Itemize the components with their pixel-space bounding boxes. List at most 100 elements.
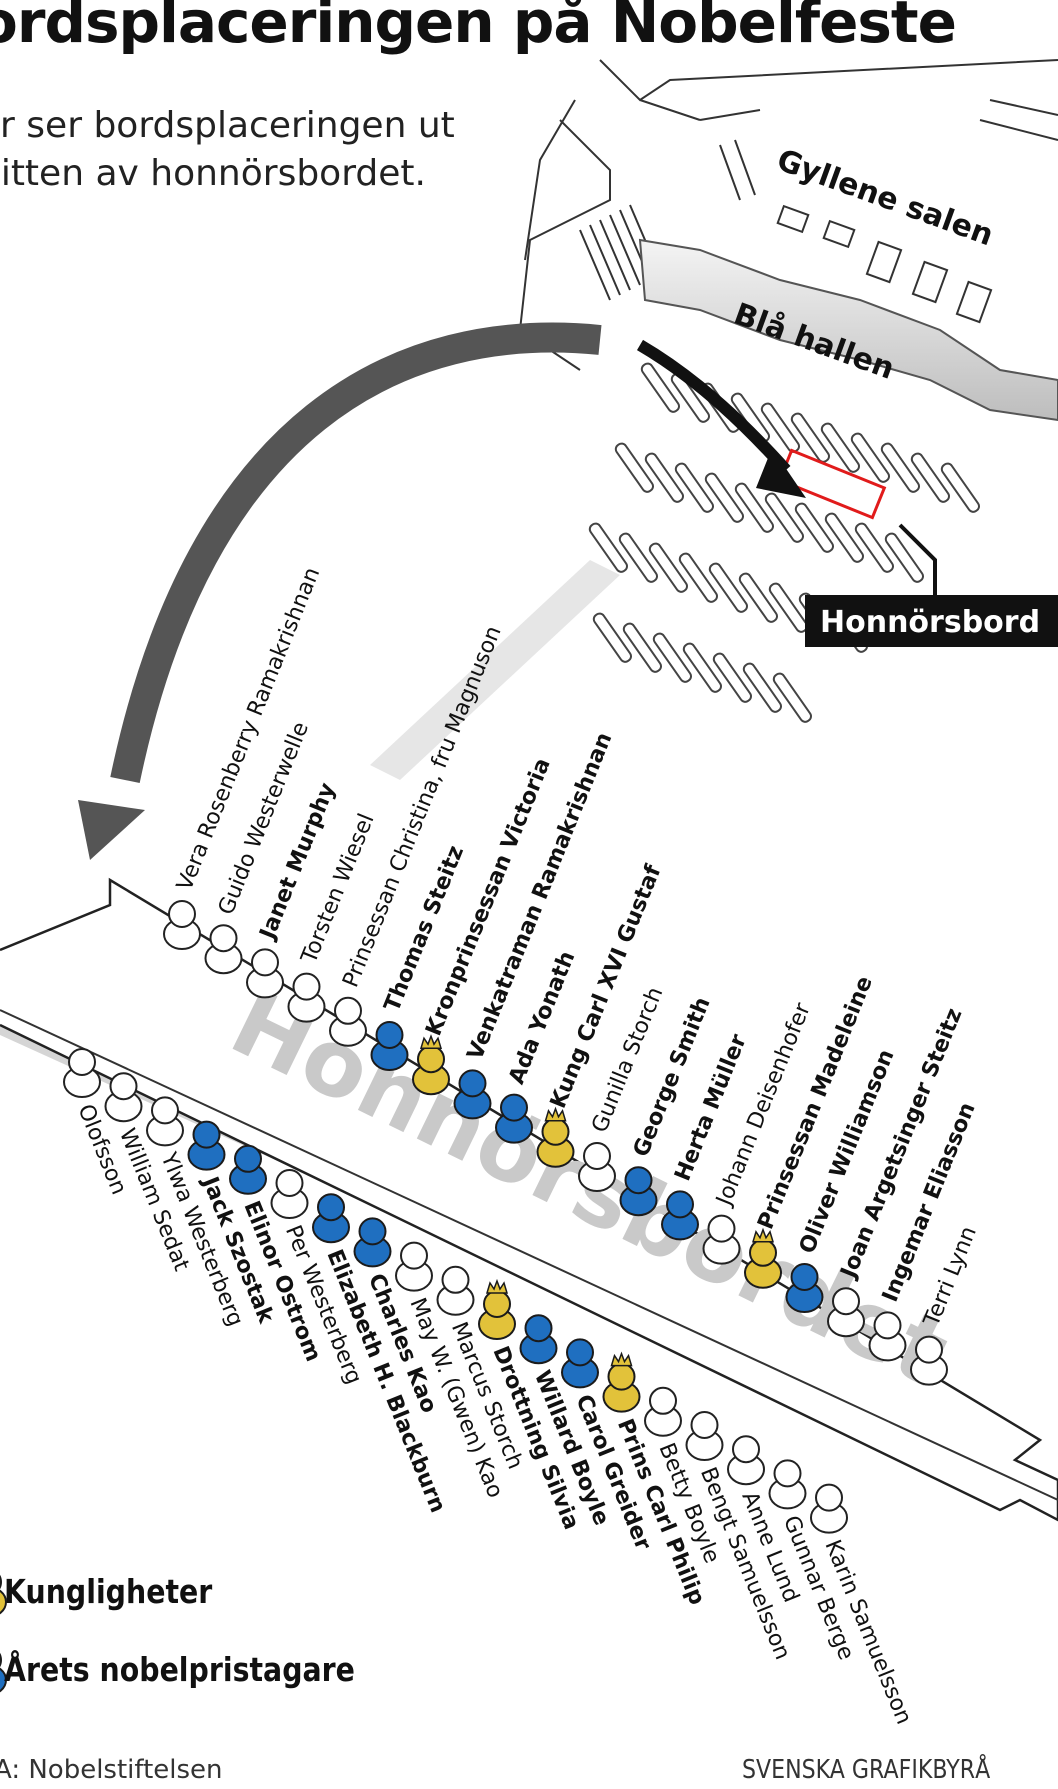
- hall-table: [850, 432, 891, 483]
- blue-hall-wall: [638, 238, 1058, 422]
- hall-table: [588, 522, 629, 573]
- seats-lower-row: [63, 1048, 848, 1534]
- hall-table: [618, 532, 659, 583]
- hall-table: [622, 622, 663, 673]
- upper-seat: [246, 948, 284, 999]
- hall-table: [764, 492, 805, 543]
- hall-table: [742, 662, 783, 713]
- hall-table: [734, 482, 775, 533]
- hall-table: [760, 402, 801, 453]
- table-centre-line: [0, 1009, 1058, 1501]
- legend: [0, 1574, 7, 1693]
- upper-seat: [827, 1287, 865, 1338]
- hall-table: [644, 452, 685, 503]
- lower-seat: [270, 1169, 309, 1219]
- legend-laureate-seat-icon: [0, 1652, 7, 1693]
- hall-table: [682, 642, 723, 693]
- subtitle: är ser bordsplaceringen ut nitten av hon…: [0, 102, 538, 198]
- upper-seat: [204, 924, 243, 975]
- hall-table: [790, 412, 831, 463]
- pointer-arrowhead-black: [756, 448, 806, 498]
- perspective-beam: [370, 560, 620, 780]
- upper-seat: [370, 1021, 409, 1071]
- hall-table: [708, 562, 749, 613]
- pointer-line-label: [898, 523, 937, 605]
- upper-seat: [910, 1335, 948, 1386]
- upper-seat: [536, 1106, 575, 1168]
- hall-table: [670, 372, 711, 423]
- upper-seat: [578, 1142, 616, 1192]
- table-outline: [0, 877, 1058, 1522]
- lower-seat: [229, 1144, 267, 1195]
- subtitle-line-2: nitten av honnörsbordet.: [0, 153, 426, 194]
- legend-royal-label: Kungligheter: [4, 1572, 213, 1611]
- honnorsbord-label: Honnörsbord: [820, 605, 1040, 640]
- upper-seat: [453, 1069, 492, 1120]
- upper-seat: [744, 1227, 782, 1289]
- hall-table: [854, 522, 895, 573]
- subtitle-line-1: är ser bordsplaceringen ut: [0, 105, 455, 146]
- lower-seat: [187, 1120, 226, 1171]
- lower-seat: [519, 1314, 558, 1365]
- curved-arrow: [110, 322, 602, 784]
- hall-table: [592, 612, 633, 663]
- lower-seat: [146, 1096, 184, 1147]
- curved-arrowhead: [78, 800, 145, 860]
- upper-seat: [702, 1214, 741, 1265]
- hall-table: [880, 442, 921, 493]
- hall-table: [768, 582, 809, 633]
- hall-table: [884, 532, 925, 583]
- upper-seat: [495, 1093, 533, 1144]
- agency-credit: SVENSKA GRAFIKBYRÅ: [742, 1755, 991, 1785]
- upper-seat: [412, 1034, 450, 1096]
- upper-seat: [619, 1166, 658, 1217]
- lower-seat: [810, 1483, 848, 1534]
- hall-table: [614, 442, 655, 493]
- hall-table: [652, 632, 693, 683]
- hall-table: [648, 542, 689, 593]
- upper-name-label: Oliver Williamson: [795, 1046, 900, 1257]
- lower-seat: [312, 1193, 350, 1244]
- hall-table: [712, 652, 753, 703]
- honnorsbord-tag: Honnörsbord: [805, 595, 1058, 647]
- upper-seat: [661, 1190, 699, 1241]
- hall-table: [678, 552, 719, 603]
- upper-seat: [163, 900, 201, 950]
- hall-table: [674, 462, 715, 513]
- hall-table: [940, 462, 981, 513]
- seats-upper-row: [163, 900, 948, 1386]
- lower-seat: [685, 1411, 724, 1461]
- lower-seat: [353, 1217, 392, 1268]
- source-credit: A: Nobelstiftelsen: [0, 1755, 223, 1785]
- hall-table: [772, 672, 813, 723]
- legend-laureate-label: Årets nobelpristagare: [4, 1650, 355, 1689]
- legend-royal-seat: [0, 1574, 7, 1615]
- hall-table: [820, 422, 861, 473]
- staircase: [579, 204, 661, 301]
- hall-table: [640, 362, 681, 413]
- hall-table: [910, 452, 951, 503]
- lower-seat: [395, 1241, 433, 1292]
- hall-table: [824, 512, 865, 563]
- upper-seat: [329, 996, 367, 1047]
- hall-table: [794, 502, 835, 553]
- lower-seat: [104, 1072, 143, 1123]
- blue-hall-tables: [588, 362, 981, 723]
- lower-seat: [644, 1386, 682, 1437]
- lower-seat: [602, 1351, 641, 1413]
- hall-table: [738, 572, 779, 623]
- upper-seat: [785, 1263, 824, 1313]
- gold-hall-tables: [719, 99, 1058, 324]
- lower-seat: [727, 1435, 765, 1486]
- building-map: [518, 59, 1058, 723]
- lower-seat: [478, 1278, 516, 1340]
- legend-laureate-seat: [0, 1652, 7, 1693]
- page-title: ordsplaceringen på Nobelfeste: [0, 0, 957, 56]
- lower-seat: [436, 1265, 475, 1316]
- lower-seat: [561, 1338, 599, 1389]
- lower-seat: [63, 1048, 101, 1098]
- upper-seat: [868, 1311, 907, 1362]
- upper-seat: [287, 972, 326, 1023]
- hall-table: [704, 472, 745, 523]
